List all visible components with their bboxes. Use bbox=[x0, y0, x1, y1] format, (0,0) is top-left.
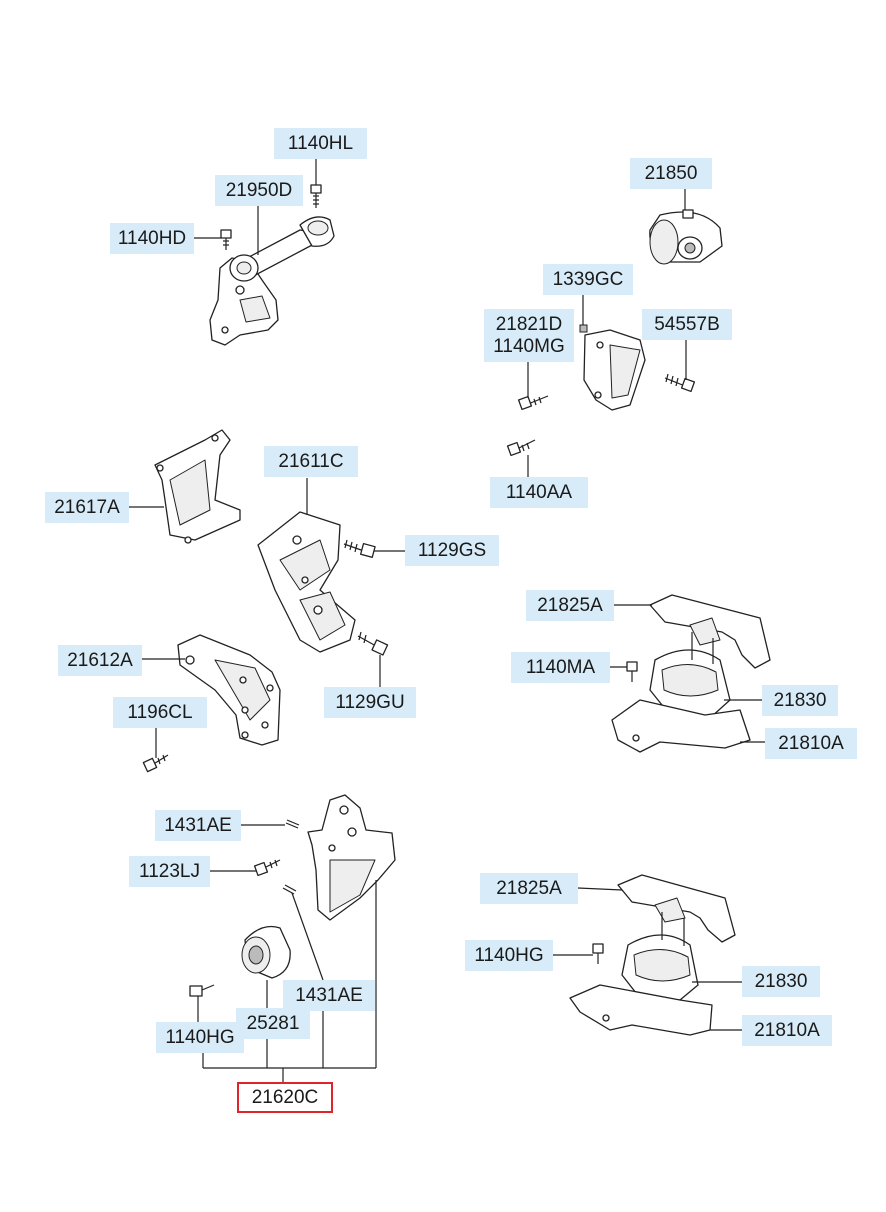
mount-21850 bbox=[649, 209, 723, 265]
bolt-1140HG-right bbox=[592, 943, 604, 964]
torque-rod-bracket bbox=[209, 216, 335, 346]
bolt-1140HD bbox=[220, 229, 232, 250]
label-21612A[interactable]: 21612A bbox=[58, 645, 142, 676]
label-21825A-lower[interactable]: 21825A bbox=[480, 873, 578, 904]
label-1123LJ[interactable]: 1123LJ bbox=[129, 856, 210, 887]
bracket-21620C bbox=[307, 794, 396, 921]
bracket-21611C bbox=[257, 511, 356, 653]
bracket-21612A bbox=[177, 634, 281, 746]
bolt-1140HG-left bbox=[189, 984, 215, 997]
label-1140HG-left[interactable]: 1140HG bbox=[156, 1022, 244, 1053]
nut-1339GC bbox=[579, 324, 588, 333]
bracket-21821D bbox=[583, 329, 646, 411]
bolt-1140AA bbox=[506, 439, 536, 457]
label-1339GC[interactable]: 1339GC bbox=[543, 264, 633, 295]
label-21620C-highlighted[interactable]: 21620C bbox=[237, 1082, 333, 1113]
label-21830-upper[interactable]: 21830 bbox=[762, 685, 838, 716]
bolt-1140MG bbox=[517, 395, 549, 411]
pin-1431AE-top bbox=[285, 819, 300, 829]
bolt-1129GS bbox=[343, 539, 376, 558]
bolt-54557B bbox=[664, 373, 696, 393]
label-21825A-upper[interactable]: 21825A bbox=[526, 590, 614, 621]
label-21810A-upper[interactable]: 21810A bbox=[765, 728, 857, 759]
bolt-1196CL bbox=[142, 754, 169, 773]
label-21950D[interactable]: 21950D bbox=[215, 175, 303, 206]
label-21830-lower[interactable]: 21830 bbox=[742, 966, 820, 997]
label-1431AE-lower[interactable]: 1431AE bbox=[283, 980, 375, 1011]
label-25281[interactable]: 25281 bbox=[236, 1008, 310, 1039]
label-1129GS[interactable]: 1129GS bbox=[405, 535, 499, 566]
label-21850[interactable]: 21850 bbox=[630, 158, 712, 189]
pin-1431AE-mid bbox=[282, 884, 297, 895]
bolt-1123LJ bbox=[253, 859, 281, 877]
bolt-1129GU bbox=[357, 631, 389, 656]
mount-assembly-2 bbox=[569, 874, 736, 1036]
label-1196CL[interactable]: 1196CL bbox=[113, 697, 207, 728]
label-1140MG[interactable]: 1140MG bbox=[484, 331, 574, 362]
label-1140HG-right[interactable]: 1140HG bbox=[465, 940, 553, 971]
bushing-25281 bbox=[241, 925, 291, 979]
label-21617A[interactable]: 21617A bbox=[45, 492, 129, 523]
bolt-1140MA bbox=[626, 661, 638, 682]
label-54557B[interactable]: 54557B bbox=[642, 309, 732, 340]
bracket-21617A bbox=[154, 429, 241, 544]
mount-assembly-1 bbox=[611, 594, 771, 753]
label-21810A-lower[interactable]: 21810A bbox=[742, 1015, 832, 1046]
label-1129GU[interactable]: 1129GU bbox=[324, 687, 416, 718]
label-1140HL[interactable]: 1140HL bbox=[274, 128, 367, 159]
label-1140MA[interactable]: 1140MA bbox=[511, 652, 610, 683]
bolt-1140HL bbox=[310, 184, 322, 208]
label-1140HD[interactable]: 1140HD bbox=[110, 223, 194, 254]
label-1431AE-upper[interactable]: 1431AE bbox=[155, 810, 241, 841]
label-21611C[interactable]: 21611C bbox=[264, 446, 358, 477]
label-1140AA[interactable]: 1140AA bbox=[490, 477, 588, 508]
